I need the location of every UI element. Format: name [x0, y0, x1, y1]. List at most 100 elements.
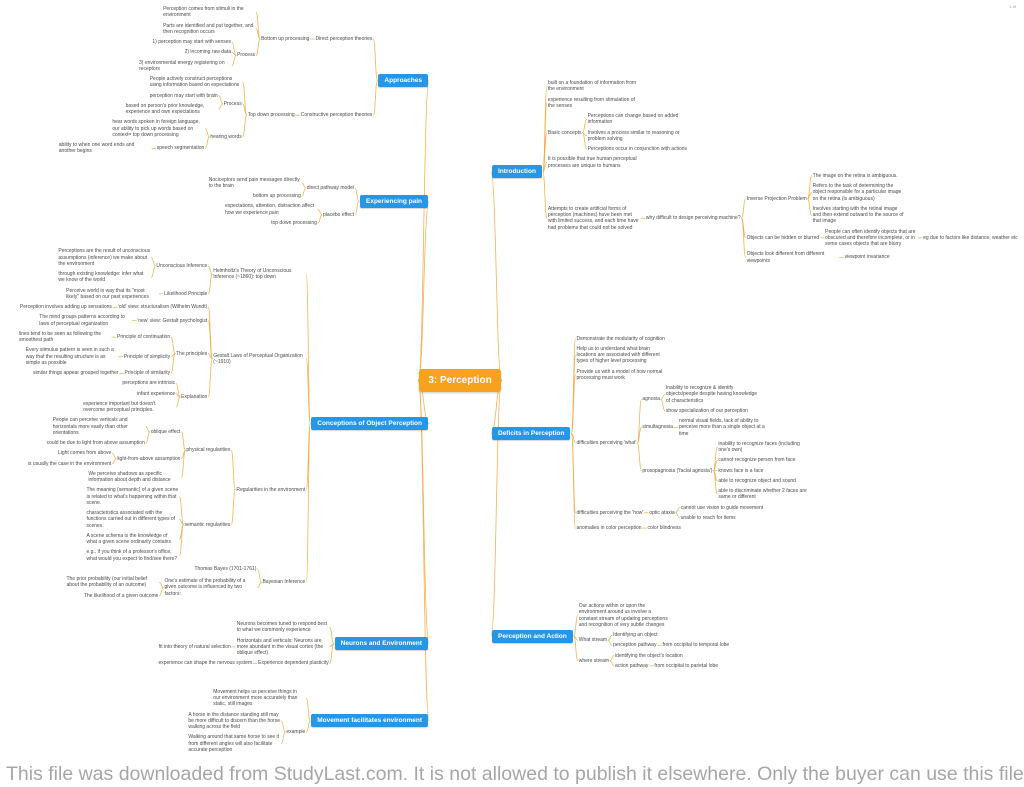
map-node-perceive-world-in-way-that-its-most-likely[interactable]: Perceive world in way that its "most lik… [66, 287, 149, 300]
map-node-process[interactable]: Process [223, 100, 242, 107]
map-node-eg-due-to-factors-like-distance-weather-et[interactable]: eg due to factors like distance, weather… [923, 234, 1018, 241]
map-node-characteristics-associated-with-the-functi[interactable]: characteristics associated with the func… [86, 510, 176, 529]
map-node-bottom-up-processing[interactable]: Bottom up processing [261, 35, 310, 42]
map-node-movement-helps-us-perceive-things-in-our-e[interactable]: Movement helps us perceive things in our… [213, 688, 298, 708]
map-node-perception-involves-adding-up-sensations[interactable]: Perception involves adding up sensations [19, 304, 112, 311]
map-node-top-down-processing[interactable]: top down processing [271, 219, 317, 226]
map-node-why-difficult-to-design-perceiving-machine[interactable]: why difficult to design perceiving machi… [645, 215, 741, 222]
map-node-where-stream[interactable]: where stream [578, 657, 610, 664]
map-node-placebo-effect[interactable]: placebo effect [322, 211, 354, 218]
map-node-action-pathway[interactable]: action pathway [615, 662, 649, 669]
map-node-similar-things-appear-grouped-together[interactable]: similar things appear grouped together [32, 370, 119, 377]
map-node-knows-face-is-a-face[interactable]: knows face is a face [718, 467, 764, 474]
map-node-expectations-attention-distraction-affect-[interactable]: expectations, attention, distraction aff… [224, 203, 315, 216]
map-node-optic-ataxia[interactable]: optic ataxia [649, 509, 675, 516]
map-node-walking-around-that-same-horse-to-see-it-f[interactable]: Walking around that same horse to see it… [188, 734, 280, 753]
map-node-e-g-if-you-think-of-a-professor-s-office-w[interactable]: e.g., if you think of a professor's offi… [86, 549, 178, 562]
map-node-parts-are-identified-and-put-together-and-[interactable]: Parts are identified and put together, a… [163, 22, 254, 35]
map-node-inverse-projection-problem[interactable]: Inverse Projection Problem [746, 195, 807, 202]
map-node-prosopagnosia-facial-agnosia[interactable]: prosopagnosia ('facial agnosia') [642, 467, 713, 474]
map-node-identifying-an-object[interactable]: Identifying an object [613, 632, 658, 638]
map-node-hear-words-spoken-in-foreign-language-our-[interactable]: hear words spoken in foreign language, o… [112, 119, 200, 138]
map-node-perception-comes-from-stimuli-in-the-envir[interactable]: Perception comes from stimuli in the env… [163, 6, 244, 19]
map-node-new-view-gestalt-psychologist[interactable]: 'new' view: Gestalt psychologist [137, 317, 208, 324]
map-node-able-to-recognize-object-and-sound[interactable]: able to recognize object and sound [718, 477, 796, 484]
map-node-old-view-structuralism-wilhelm-wundt[interactable]: 'old' view: structuralism (Wilhelm Wundt… [117, 304, 208, 311]
map-node-our-actions-within-or-upon-the-environment[interactable]: Our actions within or upon the environme… [578, 603, 668, 628]
map-node-normal-visual-fields-lack-of-ability-to-pe[interactable]: normal visual fields, lack of ability to… [678, 418, 765, 437]
map-node-principle-of-continuation[interactable]: Principle of continuation [117, 334, 171, 340]
map-node-simultagnosia[interactable]: simultagnosia [642, 424, 673, 431]
map-node-likelihood-principle[interactable]: Likelihood Principle [164, 290, 208, 297]
map-node-from-occipital-to-parietal-lobe[interactable]: from occipital to parietal lobe [654, 662, 719, 669]
map-node-perceptions-can-change-based-on-added-info[interactable]: Perceptions can change based on added in… [587, 113, 679, 126]
map-node-people-actively-construct-perceptions-usin[interactable]: People actively construct perceptions us… [149, 76, 240, 89]
map-node-direct-pathway-model[interactable]: direct pathway model [306, 184, 354, 191]
map-node-people-can-perceive-verticals-and-horizont[interactable]: People can perceive verticals and horizo… [52, 417, 128, 436]
map-node-example[interactable]: example [286, 729, 306, 736]
map-node-inability-to-recognize-faces-including-one[interactable]: inability to recognize faces (including … [718, 440, 800, 453]
map-node-difficulties-perceiving-what[interactable]: difficulties perceiving 'what' [576, 439, 637, 446]
map-node-objects-can-be-hidden-or-blurred[interactable]: Objects can be hidden or blurred [746, 234, 820, 241]
map-node-physical-regularities[interactable]: physical regularities [186, 447, 231, 454]
map-node-fit-into-theory-of-natural-selection[interactable]: fit into theory of natural selection [158, 643, 231, 650]
map-node-experience-can-shape-the-nervous-system[interactable]: experience can shape the nervous system [158, 660, 253, 667]
map-node-top-down-processing[interactable]: Top down processing [247, 112, 295, 119]
map-node-based-on-person-s-prior-knowledge-experien[interactable]: based on person's prior knowledge, exper… [125, 102, 205, 115]
map-node-regularities-in-the-environment[interactable]: Regularities in the environment [236, 486, 306, 493]
map-node-principle-of-simplicity[interactable]: Principle of simplicity [123, 353, 171, 360]
map-node-bayesian-inference[interactable]: Bayesian Inference [262, 579, 306, 586]
map-node-basic-concepts[interactable]: Basic concepts [547, 129, 582, 136]
map-node-horizontals-and-verticals-neurons-are-more[interactable]: Horizontals and verticals: Neurons are m… [236, 637, 324, 657]
map-node-help-us-to-understand-what-brain-locations[interactable]: Help us to understand what brain locatio… [576, 345, 660, 365]
map-node-identifying-the-object-s-location[interactable]: identifying the object's location [615, 652, 683, 659]
map-node-nociceptors-send-pain-messages-directly-to[interactable]: Nociceptors send pain messages directly … [208, 176, 300, 189]
branch-node-conceptions-of-object-perception[interactable]: Conceptions of Object Perception [311, 417, 428, 431]
map-node-perception-pathway[interactable]: perception pathway [613, 642, 657, 649]
map-node-every-stimulus-pattern-is-seen-in-such-a-w[interactable]: Every stimulus pattern is seen in such a… [25, 347, 114, 366]
map-node-built-on-a-foundation-of-information-from-[interactable]: built on a foundation of information fro… [547, 80, 637, 93]
map-node-process[interactable]: Process [237, 52, 256, 59]
map-node-constructive-perception-theories[interactable]: Constructive perception theories [300, 112, 373, 119]
map-node-we-perceive-shadows-as-specific-informatio[interactable]: We perceive shadows as specific informat… [88, 470, 171, 484]
map-node-viewpoint-invariance[interactable]: viewpoint invariance [844, 254, 890, 261]
map-node-perception-may-start-with-brain[interactable]: perception may start with brain [149, 92, 218, 99]
map-node-it-is-possible-that-true-human-perceptual-[interactable]: It is possible that true human perceptua… [547, 156, 637, 169]
map-node-helmholtz-s-theory-of-unconscious-inferenc[interactable]: Helmholtz's Theory of Unconscious Infere… [213, 268, 292, 281]
branch-node-experiencing-pain[interactable]: Experiencing pain [360, 194, 428, 208]
map-node-bottom-up-processing[interactable]: bottom up processing [252, 193, 301, 200]
map-node-light-from-above-assumption[interactable]: light-from-above assumption [117, 455, 181, 462]
map-node-neurons-becomes-tuned-to-respond-best-to-w[interactable]: Neurons becomes tuned to respond best to… [236, 621, 328, 634]
map-node-inability-to-recognize-identify-objects-pe[interactable]: Inability to recognize & identify object… [665, 385, 758, 404]
map-node-provide-us-with-a-model-of-how-normal-proc[interactable]: Provide us with a model of how normal pr… [576, 368, 663, 381]
map-node-show-specialization-of-our-perception[interactable]: show specialization of our perception [665, 407, 748, 414]
map-node-2-incoming-raw-data[interactable]: 2) incoming raw data [184, 49, 232, 56]
map-node-involves-a-process-similar-to-reasoning-or[interactable]: Involves a process similar to reasoning … [587, 129, 680, 142]
map-node-could-be-due-to-light-from-above-assumptio[interactable]: could be due to light from above assumpt… [46, 440, 145, 447]
branch-node-perception-and-action[interactable]: Perception and Action [492, 629, 573, 643]
map-node-through-existing-knowledge-infer-what-we-k[interactable]: through existing knowledge: infer what w… [58, 271, 144, 284]
map-node-light-comes-from-above[interactable]: Light comes from above [57, 450, 112, 457]
map-node-thomas-bayes-1701-1761[interactable]: Thomas Bayes (1701-1761) [194, 565, 257, 572]
map-node-agnosia[interactable]: agnosia [642, 396, 660, 403]
map-node-demonstrate-the-modularity-of-cognition[interactable]: Demonstrate the modularity of cognition [576, 335, 665, 342]
map-node-attempts-to-create-artificial-forms-of-per[interactable]: Attempts to create artificial forms of p… [547, 205, 639, 231]
map-node-involves-starting-with-the-retinal-image-a[interactable]: Involves starting with the retinal image… [812, 205, 904, 225]
map-node-objects-look-different-from-different-view[interactable]: Objects look different from different vi… [746, 251, 825, 264]
map-node-experience-important-but-doesn-t-overcome-[interactable]: experience important but doesn't overcom… [83, 400, 156, 414]
map-node-ability-to-when-one-word-ends-and-another-[interactable]: ability to when one word ends and anothe… [58, 142, 135, 155]
map-node-anomalies-in-color-perception[interactable]: anomalies in color perception [576, 525, 642, 531]
map-node-the-principles[interactable]: The principles [176, 350, 208, 357]
map-node-the-likelihood-of-a-given-outcome[interactable]: The likelihood of a given outcome [83, 592, 159, 599]
branch-node-introduction[interactable]: Introduction [492, 165, 542, 179]
map-node-cannot-recognize-person-from-face[interactable]: cannot recognize person from face [718, 457, 796, 464]
map-node-the-image-on-the-retina-is-ambiguous[interactable]: The image on the retina is ambiguous. [812, 172, 898, 179]
map-node-explanation[interactable]: Explanation [181, 393, 208, 400]
map-node-a-scene-schema-is-the-knowledge-of-what-a-[interactable]: A scene schema is the knowledge of what … [86, 532, 171, 546]
map-node-lines-tend-to-be-seen-as-following-the-smo[interactable]: lines tend to be seen as following the s… [19, 330, 102, 344]
branch-node-approaches[interactable]: Approaches [378, 73, 428, 87]
map-node-from-occipital-to-temporal-lobe[interactable]: from occipital to temporal lobe [662, 642, 730, 649]
map-node-people-can-often-identify-objects-that-are[interactable]: People can often identify objects that a… [825, 228, 916, 248]
map-node-experience-dependent-plasticity[interactable]: Experience dependent plasticity [258, 660, 329, 667]
map-node-oblique-effect[interactable]: oblique effect [150, 428, 181, 435]
